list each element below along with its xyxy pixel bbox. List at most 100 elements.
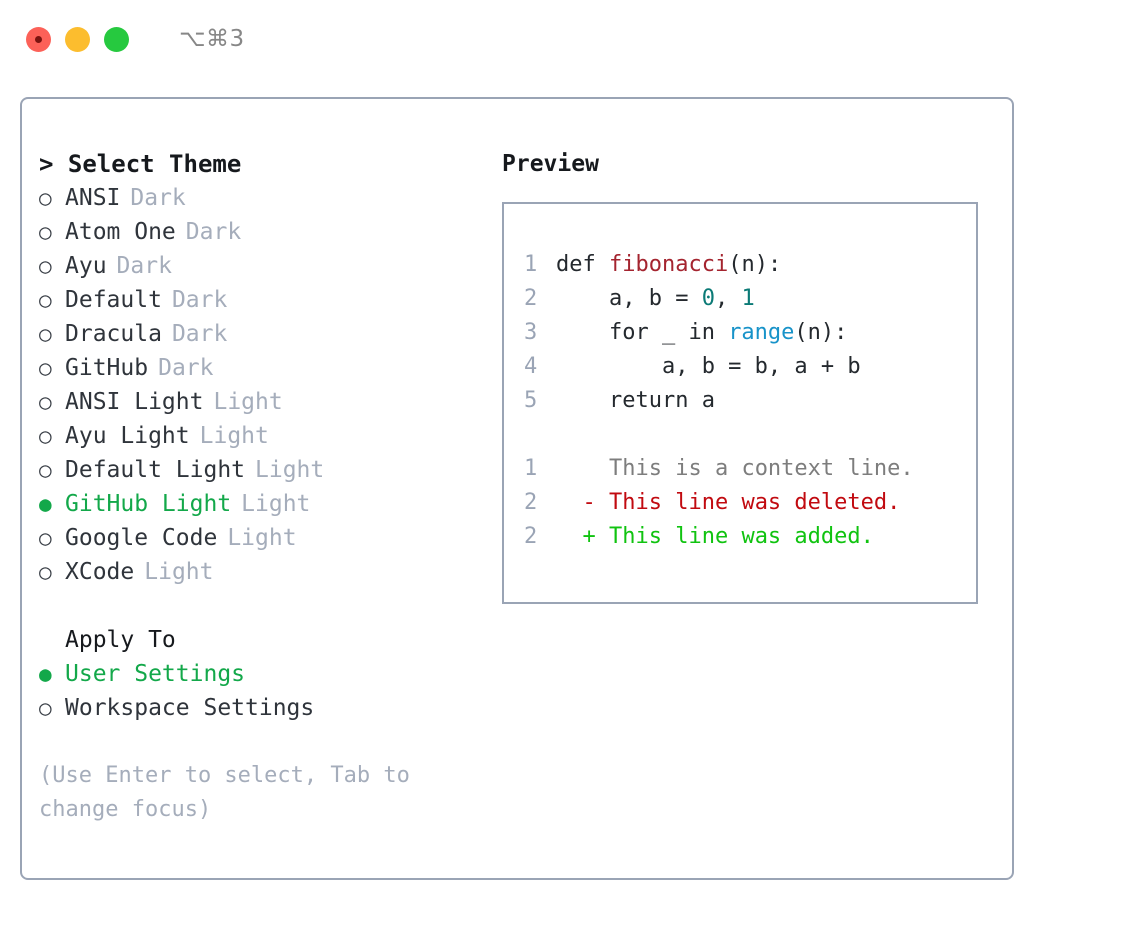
theme-option-label: Dracula [65, 321, 162, 347]
code-token: fibonacci [608, 252, 729, 277]
theme-option[interactable]: ○ Default Dark [39, 283, 499, 317]
radio-unselected-icon: ○ [39, 458, 52, 482]
apply-to-option[interactable]: ● User Settings [39, 657, 499, 691]
radio-unselected-icon: ○ [39, 322, 52, 346]
code-line: 2 a, b = 0, 1 [524, 282, 976, 316]
diff-line-text: This is a context line. [556, 452, 914, 486]
traffic-lights [26, 26, 129, 52]
theme-option[interactable]: ○ ANSI Dark [39, 181, 499, 215]
diff-line: 2 + This line was added. [524, 520, 976, 554]
theme-variant-badge: Dark [116, 253, 172, 279]
code-token: return a [556, 388, 715, 413]
line-number: 2 [524, 286, 538, 311]
code-token: for _ in [556, 320, 729, 345]
theme-option[interactable]: ○ Ayu Dark [39, 249, 499, 283]
diff-line-content: This line was deleted. [595, 490, 901, 515]
theme-variant-badge: Dark [171, 287, 228, 313]
select-theme-header: > Select Theme [39, 150, 242, 178]
radio-selected-icon: ● [39, 492, 52, 516]
theme-option-label: ANSI [65, 185, 121, 211]
theme-variant-badge: Dark [130, 185, 186, 211]
theme-option-label: Default Light [65, 457, 246, 483]
theme-option-label: GitHub Light [65, 491, 232, 517]
code-line-text: return a [556, 384, 715, 418]
radio-unselected-icon: ○ [39, 424, 52, 448]
theme-variant-badge: Light [255, 457, 325, 483]
line-number: 2 [524, 524, 538, 549]
radio-unselected-icon: ○ [39, 186, 52, 210]
theme-option-label: Ayu [65, 253, 107, 279]
theme-option-label: Atom One [65, 219, 176, 245]
theme-option[interactable]: ○ Atom One Dark [39, 215, 499, 249]
diff-marker: + [556, 524, 596, 549]
code-line-text: def fibonacci(n): [556, 248, 781, 282]
theme-option-label: Ayu Light [65, 423, 190, 449]
radio-unselected-icon: ○ [39, 288, 52, 312]
line-number: 2 [524, 490, 538, 515]
diff-marker [556, 456, 596, 481]
code-token: (n): [728, 252, 782, 277]
line-number: 1 [524, 456, 538, 481]
diff-line-text: - This line was deleted. [556, 486, 900, 520]
diff-line-content: This line was added. [595, 524, 874, 549]
preview-title: Preview [502, 151, 599, 177]
minimize-button[interactable] [65, 26, 90, 52]
line-number: 5 [524, 388, 538, 413]
theme-option-label: Google Code [65, 525, 218, 551]
radio-selected-icon: ● [39, 662, 52, 686]
radio-unselected-icon: ○ [39, 254, 52, 278]
close-button[interactable] [26, 26, 51, 52]
code-spacer [524, 418, 976, 452]
theme-option-label: XCode [65, 559, 135, 585]
theme-option[interactable]: ○ ANSI Light Light [39, 385, 499, 419]
theme-variant-badge: Light [227, 525, 297, 551]
theme-option[interactable]: ○ Default Light Light [39, 453, 499, 487]
radio-unselected-icon: ○ [39, 560, 52, 584]
code-line: 4 a, b = b, a + b [524, 350, 976, 384]
radio-unselected-icon: ○ [39, 390, 52, 414]
theme-variant-badge: Dark [171, 321, 228, 347]
apply-to-option[interactable]: ○Workspace Settings [39, 691, 499, 725]
theme-option[interactable]: ● GitHub Light Light [39, 487, 499, 521]
theme-option[interactable]: ○ Google Code Light [39, 521, 499, 555]
theme-variant-badge: Light [213, 389, 283, 415]
theme-option[interactable]: ○ Dracula Dark [39, 317, 499, 351]
radio-unselected-icon: ○ [39, 356, 52, 380]
keyboard-hint-text: (Use Enter to select, Tab to change focu… [39, 763, 410, 822]
diff-line-content: This is a context line. [595, 456, 914, 481]
theme-option[interactable]: ○ XCode Light [39, 555, 499, 589]
apply-to-option-label: User Settings [65, 661, 246, 687]
theme-option-label: Default [65, 287, 162, 313]
diff-line: 2 - This line was deleted. [524, 486, 976, 520]
theme-variant-badge: Light [199, 423, 269, 449]
radio-unselected-icon: ○ [39, 220, 52, 244]
radio-unselected-icon: ○ [39, 696, 52, 720]
keyboard-shortcut-label: ⌥⌘3 [179, 26, 245, 52]
radio-unselected-icon: ○ [39, 526, 52, 550]
code-token: a, b = [556, 286, 702, 311]
code-line-text: a, b = 0, 1 [556, 282, 755, 316]
theme-variant-badge: Dark [185, 219, 242, 245]
theme-option[interactable]: ○ Ayu Light Light [39, 419, 499, 453]
code-token: 1 [741, 286, 755, 311]
code-line-text: a, b = b, a + b [556, 350, 861, 384]
diff-line-text: + This line was added. [556, 520, 874, 554]
code-token: , [714, 286, 742, 311]
code-token: a, b = b, a + b [556, 354, 861, 379]
maximize-button[interactable] [104, 26, 129, 52]
apply-to-list[interactable]: ● User Settings ○Workspace Settings [39, 657, 499, 725]
theme-option-label: ANSI Light [65, 389, 204, 415]
diff-marker: - [556, 490, 596, 515]
theme-variant-badge: Light [144, 559, 214, 585]
theme-variant-badge: Light [241, 491, 311, 517]
diff-block: 1 This is a context line. 2 - This line w… [524, 452, 976, 554]
